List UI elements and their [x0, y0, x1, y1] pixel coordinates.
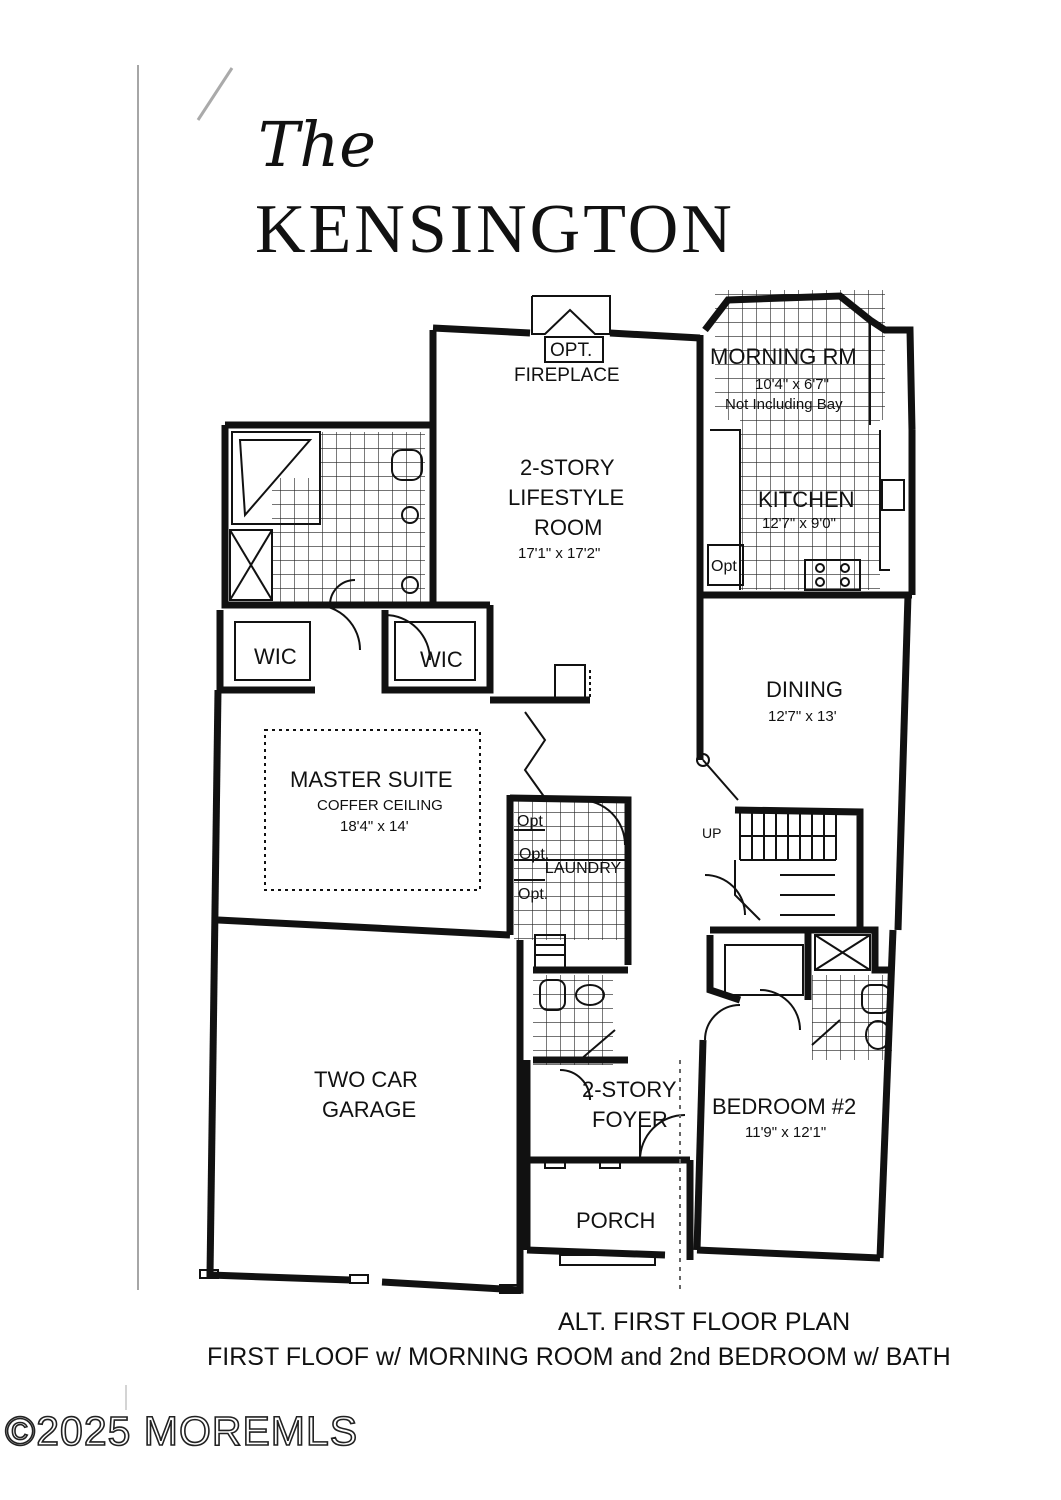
- wic-left: WIC: [254, 644, 297, 669]
- dining-dims: 12'7" x 13': [768, 708, 837, 725]
- garage-line2: GARAGE: [322, 1097, 417, 1122]
- kitchen-name: KITCHEN: [758, 487, 855, 512]
- master-suite-dims: 18'4" x 14': [340, 818, 409, 835]
- lifestyle-line3: ROOM: [534, 515, 603, 540]
- fireplace-label-line1: OPT.: [550, 340, 593, 361]
- laundry-opt-2: Opt.: [519, 846, 550, 863]
- thin-lines: [199, 295, 905, 1294]
- laundry-opt-1: Opt: [517, 813, 543, 830]
- porch-label: PORCH: [576, 1208, 656, 1233]
- wic-right: WIC: [420, 647, 463, 672]
- caption-line2: FIRST FLOOF w/ MORNING ROOM and 2nd BEDR…: [207, 1343, 951, 1371]
- bedroom2-dims: 11'9" x 12'1": [745, 1124, 827, 1141]
- lifestyle-dims: 17'1" x 17'2": [518, 545, 601, 562]
- title-script: The: [258, 108, 376, 181]
- morning-room-note: Not Including Bay: [725, 396, 843, 413]
- morning-room-dims: 10'4" x 6'7": [755, 376, 829, 393]
- kitchen-opt: Opt: [711, 558, 737, 575]
- laundry-opt-3: Opt.: [518, 886, 549, 903]
- garage-line1: TWO CAR: [314, 1067, 418, 1092]
- lifestyle-line1: 2-STORY: [520, 455, 615, 480]
- fireplace-label-line2: FIREPLACE: [514, 365, 620, 386]
- laundry-name: LAUNDRY: [545, 860, 622, 877]
- foyer-line1: 2-STORY: [582, 1077, 677, 1102]
- caption-line1: ALT. FIRST FLOOR PLAN: [558, 1308, 851, 1336]
- master-suite-note: COFFER CEILING: [317, 797, 443, 814]
- kitchen-dims: 12'7" x 9'0": [762, 515, 836, 532]
- bedroom2-name: BEDROOM #2: [712, 1094, 857, 1119]
- foyer-line2: FOYER: [592, 1107, 668, 1132]
- morning-room-name: MORNING RM: [710, 344, 857, 369]
- watermark: ©2025 MOREMLS: [4, 1407, 359, 1455]
- lifestyle-line2: LIFESTYLE: [508, 485, 625, 510]
- dining-name: DINING: [766, 677, 843, 702]
- stairs-up-label: UP: [702, 825, 722, 841]
- title-main: KENSINGTON: [255, 191, 735, 268]
- walls: [206, 292, 916, 1294]
- master-suite-name: MASTER SUITE: [290, 767, 453, 792]
